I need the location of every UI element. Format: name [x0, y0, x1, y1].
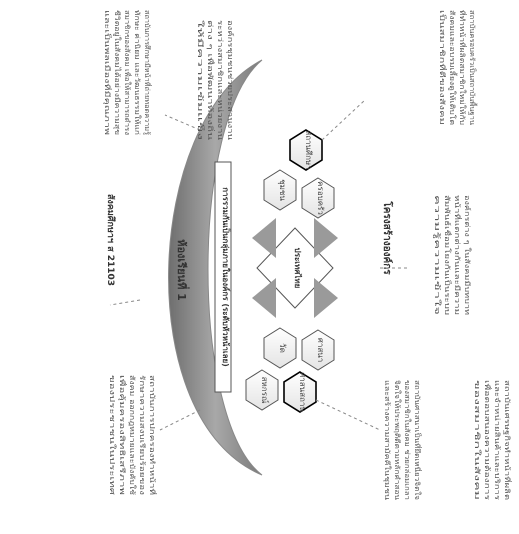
text-block-bottom-center: องค์กรชุมชนช่วยประสานงานระหว่างสมาชิกและ…: [196, 20, 234, 140]
connector-line: [321, 99, 366, 141]
text-block-line: สมาชิกของสังคม เพื่อให้สามารถดำรง: [123, 10, 132, 135]
text-block-bottom-left: สถาบันการปกครองทำหน้าที่รักษาความสงบเรีย…: [108, 375, 157, 496]
hex-label: ชุมชน: [278, 179, 287, 201]
text-block-line: สถาบันการศึกษามีหน้าที่ถ่ายทอดความรู้: [143, 10, 152, 135]
hex-label: สหกรณ์: [260, 377, 270, 404]
text-block-line: ต่าง ๆ เพื่อพัฒนาท้องถิ่น: [206, 20, 215, 140]
text-block-line: สถาบันการปกครองทำหน้าที่: [148, 375, 157, 496]
subtitle-box: [214, 161, 232, 393]
hexagon: [263, 327, 297, 369]
text-block-line: ของประชาชนในประเทศ: [108, 375, 117, 496]
text-block-line: เพื่อตอบสนองความต้องการ: [483, 380, 492, 500]
connectors: [109, 99, 410, 431]
hex-cluster-lower: วัด ศาสนา ศาสนสถาน สหกรณ์: [245, 327, 335, 413]
text-block-line: สถาบันครอบครัวเป็นสถาบันพื้นฐาน: [468, 10, 479, 125]
text-block-line: และเป็นพลเมืองที่มีคุณภาพ: [103, 10, 112, 136]
text-block-line: และจำหน่ายสินค้าและบริการ: [493, 380, 501, 500]
text-block-line: สถาบันศาสนาเป็นที่ยึดเหนี่ยวจิตใจ: [413, 380, 422, 500]
center-label: ประเทศไทย: [293, 248, 303, 289]
text-block-line: เพื่อคุ้มครองสิทธิเสรีภาพ: [118, 375, 127, 496]
hex-label: ครอบครัว: [316, 181, 325, 215]
text-block-line: สังคม ออกกฎหมายและบังคับใช้: [128, 375, 137, 495]
text-block-line: สังคมและอบรมเลี้ยงดูให้เติบโต: [448, 10, 459, 126]
text-block-line: ชีวิตอยู่ในสังคมได้อย่างมีความสุข: [113, 10, 122, 135]
text-block-line: องค์กรชุมชนช่วยประสานงาน: [226, 20, 234, 140]
hexagon: [263, 169, 297, 211]
text-block-top-center: องค์กรต่าง ๆ ในสังคมมีบทบาทหน้าที่แตกต่า…: [433, 195, 472, 315]
text-block-line: ระหว่างสมาชิกและหน่วยงาน: [216, 20, 224, 140]
main-title: โครงสร้างองค์กร: [381, 200, 394, 275]
text-block-bottom-right: สถาบันเศรษฐกิจทำหน้าที่ผลิตและจำหน่ายสิน…: [473, 380, 512, 501]
connector-line: [315, 399, 381, 431]
hexagon: [245, 369, 279, 411]
text-block-line: ที่ทำหน้าที่ผลิตสมาชิกใหม่ให้กับ: [458, 10, 467, 125]
text-block-line: ของสมาชิกในสังคม: [473, 380, 482, 500]
text-block-line: ให้มีความเข้มแข็ง: [196, 20, 205, 140]
text-block-right-mid: สถาบันศาสนาเป็นที่ยึดเหนี่ยวจิตใจของสมาช…: [383, 380, 422, 500]
center-shape: ประเทศไทย: [252, 218, 338, 318]
text-block-line: องค์กรต่าง ๆ ในสังคมมีบทบาท: [463, 195, 472, 315]
text-block-line: ของสมาชิกในสังคม ช่วยกล่อมเกลา: [403, 380, 412, 500]
text-block-top-left: สถาบันการศึกษามีหน้าที่ถ่ายทอดความรู้ทัก…: [103, 10, 152, 136]
connector-line: [159, 409, 201, 431]
text-block-line: และสร้างความสามัคคีในชุมชน: [383, 380, 392, 500]
text-block-line: ทักษะ ค่านิยม และวัฒนธรรมให้แก่: [133, 10, 142, 135]
hex-label: สถานศึกษา: [304, 130, 313, 169]
text-block-top-right: สถาบันครอบครัวเป็นสถาบันพื้นฐานที่ทำหน้า…: [438, 10, 479, 126]
text-block-line: ความรู้ความเข้าใจ: [433, 195, 442, 315]
text-block-line: สถาบันเศรษฐกิจทำหน้าที่ผลิต: [503, 380, 512, 501]
hexagon: [301, 329, 335, 371]
text-block-line: สัมพันธ์เชื่อมโยงกันเป็นระบบ: [443, 195, 452, 315]
side-code: สังคมศึกษาฯ ส 21103: [105, 194, 116, 286]
connector-line: [109, 299, 141, 306]
text-block-line: หน้าที่แตกต่างกันและมีความ: [453, 195, 462, 315]
arc-label: ห้องเรียนที่ 1: [175, 239, 190, 301]
hex-label: วัด: [278, 343, 287, 353]
hex-cluster-upper: สถานศึกษา ชุมชน ครอบครัว: [263, 129, 335, 219]
hexagon: [283, 371, 317, 413]
hexagon: [301, 177, 335, 219]
hex-label: ศาสนสถาน: [298, 372, 307, 412]
text-block-line: รักษาความสงบเรียบร้อยของ: [138, 375, 146, 495]
connector-line: [164, 114, 201, 131]
hex-label: ศาสนา: [316, 338, 325, 362]
text-block-line: เป็นสมาชิกที่ดีของสังคม: [438, 10, 447, 125]
text-block-line: จิตใจให้ประพฤติดีตามหลักคำสอน: [393, 380, 402, 500]
subtitle-text: การรวมกันเป็นกลุ่มภายในองค์กร (ระดับหัวห…: [220, 187, 232, 367]
